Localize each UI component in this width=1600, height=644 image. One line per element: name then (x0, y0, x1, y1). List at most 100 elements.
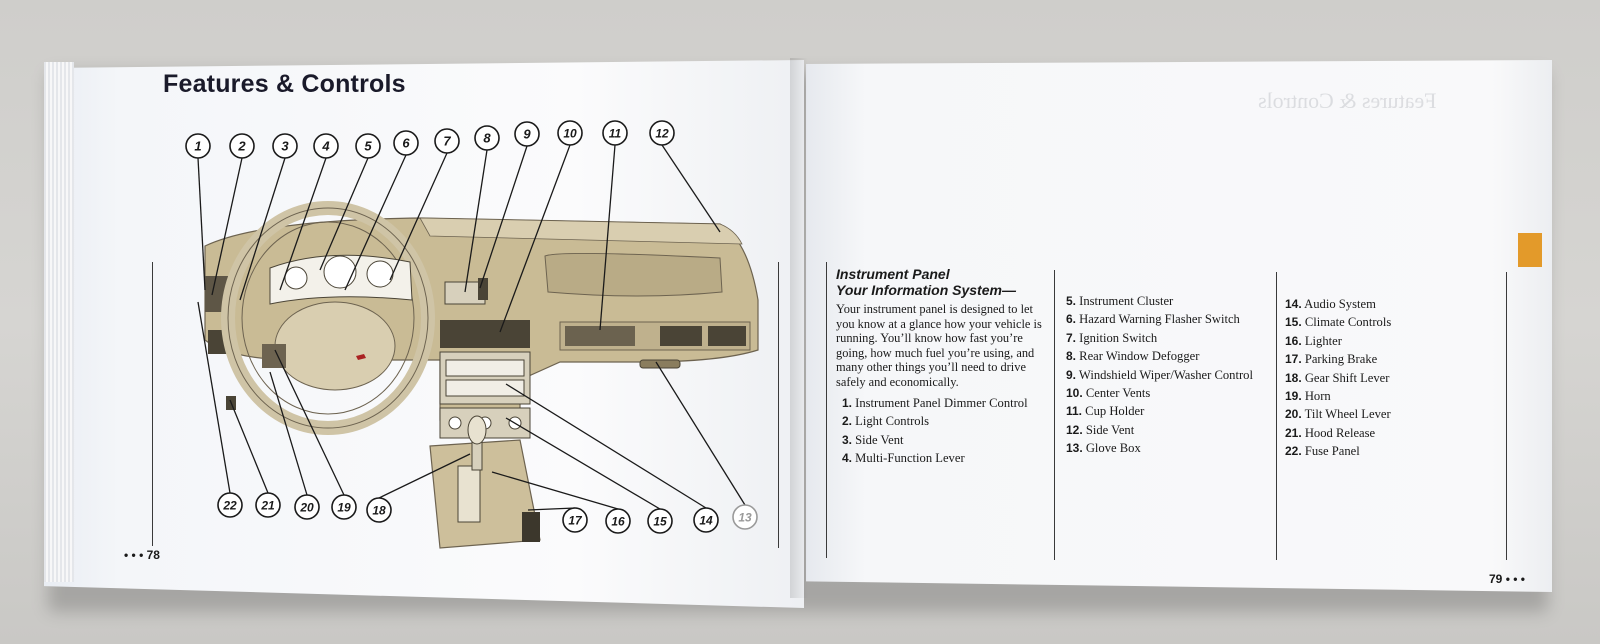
leader-line (269, 371, 308, 496)
legend-item: 5. Instrument Cluster (1066, 292, 1253, 310)
legend-item-number: 6. (1066, 312, 1077, 327)
callout-number: 5 (364, 139, 372, 154)
heading-line-1: Instrument Panel (836, 266, 950, 282)
right-column-rule-3 (1276, 272, 1277, 560)
legend-item-number: 7. (1066, 330, 1077, 345)
callout-circle (355, 133, 381, 159)
legend-item: 4. Multi-Function Lever (842, 449, 1028, 467)
legend-item-number: 3. (842, 432, 853, 447)
callout-number: 15 (653, 515, 667, 529)
legend-item-number: 5. (1066, 294, 1077, 308)
callout-number: 6 (402, 136, 410, 151)
callout-circle (272, 133, 298, 159)
legend-item-label: Fuse Panel (1301, 444, 1360, 459)
left-column-rule (152, 262, 153, 546)
callout-circle (255, 492, 281, 518)
page-number-78: 78 (146, 548, 160, 562)
leader-line (527, 507, 576, 511)
legend-item-label: Instrument Cluster (1076, 294, 1174, 308)
legend-item: 7. Ignition Switch (1066, 329, 1253, 347)
legend-item-number: 8. (1066, 349, 1077, 364)
legend-item-number: 14. (1285, 297, 1302, 311)
legend-item-label: Center Vents (1082, 386, 1151, 401)
intro-paragraph: Your instrument panel is designed to let… (836, 302, 1042, 389)
legend-item-label: Cup Holder (1082, 404, 1145, 419)
bleed-through-text: Features & Controls (1258, 88, 1437, 113)
legend-item: 15. Climate Controls (1285, 313, 1391, 331)
left-right-rule (778, 262, 779, 548)
legend-item-label: Instrument Panel Dimmer Control (852, 396, 1028, 410)
right-page-number: 79 • • • (1489, 572, 1525, 586)
leader-line (389, 152, 448, 281)
leader-line (479, 145, 528, 289)
callout-circle (366, 497, 392, 523)
callout-number: 4 (321, 139, 330, 154)
legend-item-label: Side Vent (1082, 422, 1135, 437)
leader-line (655, 361, 746, 506)
right-column-rule-4 (1506, 272, 1507, 560)
callout-number: 17 (568, 514, 583, 528)
legend-item: 22. Fuse Panel (1285, 442, 1391, 460)
legend-item: 17. Parking Brake (1285, 350, 1391, 368)
callout-circle (693, 507, 719, 533)
callout-circle (294, 494, 320, 520)
legend-item-label: Light Controls (852, 414, 929, 429)
legend-item-number: 20. (1285, 407, 1302, 422)
callout-circle (393, 130, 419, 156)
callout-number: 22 (222, 499, 237, 513)
legend-item-label: Windshield Wiper/Washer Control (1076, 367, 1253, 382)
leader-line (491, 471, 619, 510)
left-page-number: • • • 78 (124, 548, 160, 562)
legend-item-label: Ignition Switch (1076, 330, 1158, 345)
legend-item-number: 18. (1285, 370, 1302, 385)
legend-item: 18. Gear Shift Lever (1285, 369, 1391, 387)
leader-line (661, 144, 721, 233)
legend-item-number: 2. (842, 414, 853, 429)
legend-item-number: 15. (1285, 315, 1302, 330)
leader-line (505, 417, 661, 510)
callout-number: 10 (563, 127, 577, 141)
page-number-dots: • • • (124, 548, 144, 562)
legend-item-label: Tilt Wheel Lever (1301, 407, 1391, 422)
legend-item-number: 22. (1285, 444, 1302, 459)
legend-item: 16. Lighter (1285, 332, 1391, 350)
leader-line (319, 157, 369, 271)
callout-circle (649, 120, 675, 146)
legend-item-label: Multi-Function Lever (852, 451, 965, 466)
legend-item: 19. Horn (1285, 387, 1391, 405)
legend-item: 20. Tilt Wheel Lever (1285, 405, 1391, 423)
callout-number: 7 (443, 134, 451, 149)
legend-item-number: 9. (1066, 367, 1077, 382)
page-edges (44, 62, 74, 582)
callout-number: 16 (611, 515, 625, 529)
legend-item: 8. Rear Window Defogger (1066, 347, 1253, 365)
right-page (806, 60, 1552, 592)
legend-item-number: 10. (1066, 386, 1083, 401)
callout-circle (647, 508, 673, 534)
callout-circle (474, 125, 500, 151)
leader-line (464, 149, 488, 293)
book-gutter (790, 58, 820, 598)
callout-circle (185, 133, 211, 159)
legend-item-label: Hood Release (1301, 425, 1376, 440)
legend-item: 2. Light Controls (842, 412, 1028, 430)
legend-item-label: Climate Controls (1301, 315, 1392, 330)
legend-item-label: Rear Window Defogger (1076, 349, 1200, 364)
callout-number: 20 (299, 501, 314, 515)
legend-item-label: Lighter (1301, 333, 1342, 348)
section-tab (1518, 233, 1542, 267)
legend-item: 13. Glove Box (1066, 439, 1253, 457)
callout-circle (602, 120, 628, 146)
legend-item: 3. Side Vent (842, 431, 1028, 449)
legend-item: 6. Hazard Warning Flasher Switch (1066, 310, 1253, 328)
section-heading: Instrument Panel Your Information System… (836, 266, 1016, 298)
callout-circle (605, 508, 631, 534)
callout-circle (557, 120, 583, 146)
right-column-rule-1 (826, 262, 827, 558)
callout-circle (434, 128, 460, 154)
legend-item: 1. Instrument Panel Dimmer Control (842, 394, 1028, 412)
callout-number: 18 (372, 504, 386, 518)
legend-item: 11. Cup Holder (1066, 402, 1253, 420)
